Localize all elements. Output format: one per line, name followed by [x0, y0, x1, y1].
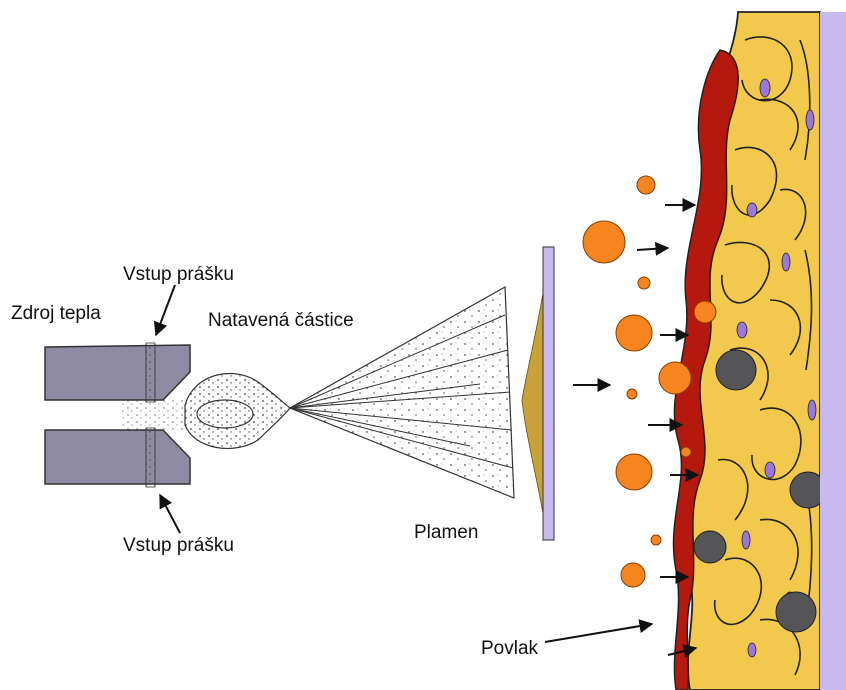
- particle: [638, 277, 650, 289]
- particle: [616, 315, 652, 351]
- plasma-bulb: [185, 373, 290, 448]
- coating-cross-section: [673, 12, 846, 690]
- particle: [627, 389, 637, 399]
- powder-channel-bottom: [146, 428, 155, 487]
- particle: [616, 454, 652, 490]
- particle: [694, 301, 716, 323]
- particle: [637, 176, 655, 194]
- label-powder-inlet-bottom: Vstup prášku: [123, 535, 234, 557]
- particle: [681, 447, 691, 457]
- label-coating: Povlak: [481, 638, 538, 660]
- torch-lower-block: [45, 430, 190, 484]
- arrow-powder-bottom: [160, 495, 180, 533]
- particle: [621, 563, 645, 587]
- arrow-powder-top: [156, 285, 175, 335]
- substrate: [820, 12, 846, 690]
- torch-upper-block: [45, 345, 190, 400]
- deposit-plate: [543, 247, 554, 540]
- particle: [583, 221, 625, 263]
- label-powder-inlet-top: Vstup prášku: [123, 264, 234, 286]
- powder-channel-top: [146, 343, 155, 402]
- label-heat-source: Zdroj tepla: [11, 303, 101, 325]
- arrow-particle: [637, 248, 668, 250]
- torch-nozzle: [45, 343, 190, 487]
- particle: [651, 535, 661, 545]
- spray-deposit: [522, 293, 543, 513]
- particle: [659, 362, 691, 394]
- label-molten-particle: Natavená částice: [208, 310, 354, 332]
- label-flame: Plamen: [414, 522, 478, 544]
- torch-gap-particles: [120, 400, 190, 430]
- arrow-coating: [545, 624, 652, 642]
